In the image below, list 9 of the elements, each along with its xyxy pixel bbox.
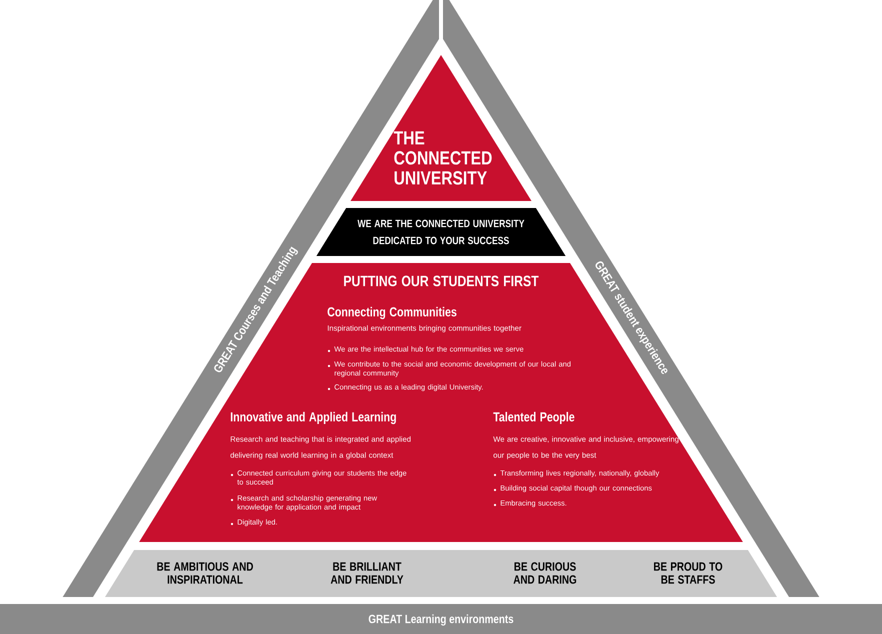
apex-triangle: THE CONNECTED UNIVERSITY — [350, 55, 532, 201]
value-label: BE BRILLIANT AND FRIENDLY — [330, 562, 404, 584]
section-heading: Talented People — [493, 412, 574, 424]
value-label: BE PROUD TO BE STAFFS — [654, 562, 722, 584]
statement-band: WE ARE THE CONNECTED UNIVERSITY DEDICATED TO YOUR SUCCESS — [316, 208, 566, 256]
base-band: GREAT Learning environments — [0, 604, 882, 634]
value-label: BE CURIOUS AND DARING — [514, 562, 576, 584]
section-heading: Innovative and Applied Learning — [230, 412, 396, 424]
value-label: BE AMBITIOUS AND INSPIRATIONAL — [157, 562, 253, 584]
